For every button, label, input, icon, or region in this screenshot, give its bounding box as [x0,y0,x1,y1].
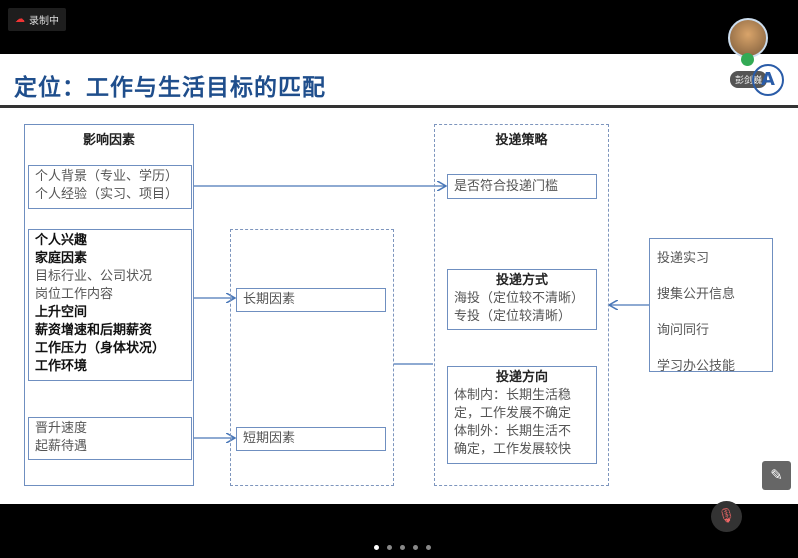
factor-item: 个人兴趣 [35,233,88,248]
page-dot[interactable] [400,545,405,550]
university-logo: A [752,64,784,96]
page-dot[interactable] [374,545,379,550]
factor-item: 工作环境 [35,359,88,374]
page-indicator[interactable] [370,535,435,554]
factor-item: 家庭因素 [35,251,88,266]
factor-item: 起薪待遇 [35,439,88,454]
method-line: 海投（定位较不清晰） [454,291,585,306]
factor-item: 上升空间 [35,305,88,320]
cloud-icon: ☁ [15,14,25,25]
factor-item: 个人经验（实习、项目） [35,187,179,202]
factor-item: 工作压力（身体状况） [35,341,166,356]
factor-item: 目标行业、公司状况 [35,269,153,284]
factor-item: 个人背景（专业、学历） [35,169,179,184]
mic-icon [741,53,754,66]
factors-preference-box: 个人兴趣家庭因素目标行业、公司状况岗位工作内容上升空间薪资增速和后期薪资工作压力… [28,229,192,381]
strategy-heading: 投递策略 [495,133,548,148]
direction-line: 定，工作发展不确定 [454,406,572,421]
page-dot[interactable] [413,545,418,550]
mute-button[interactable]: 🎙 [711,501,742,532]
pen-icon: ✎ [770,466,783,484]
method-heading: 投递方式 [495,273,548,288]
factors-salary-box: 晋升速度起薪待遇 [28,417,192,460]
long-term-box: 长期因素 [236,288,386,312]
direction-line: 体制外：长期生活不 [454,424,572,439]
direction-box: 投递方向 体制内：长期生活稳 定，工作发展不确定 体制外：长期生活不 确定，工作… [447,366,597,464]
factors-background-box: 个人背景（专业、学历） 个人经验（实习、项目） [28,165,192,209]
factor-item: 晋升速度 [35,421,88,436]
slide-title: 定位：工作与生活目标的匹配 [14,75,326,101]
factor-item: 薪资增速和后期薪资 [35,323,153,338]
direction-line: 确定，工作发展较快 [454,442,572,457]
page-dot[interactable] [426,545,431,550]
time-factors-panel [230,229,394,486]
mic-muted-icon: 🎙 [717,508,736,524]
action-item: 搜集公开信息 [657,287,736,302]
strategy-panel [434,124,609,486]
threshold-box: 是否符合投递门槛 [447,174,597,199]
action-item: 询问同行 [657,323,710,338]
direction-line: 体制内：长期生活稳 [454,388,572,403]
annotate-button[interactable]: ✎ [762,461,791,490]
page-dot[interactable] [387,545,392,550]
direction-heading: 投递方向 [495,370,548,385]
factor-item: 岗位工作内容 [35,287,114,302]
action-item: 学习办公技能 [657,359,736,374]
factors-heading: 影响因素 [82,133,135,148]
short-term-box: 短期因素 [236,427,386,451]
method-box: 投递方式 海投（定位较不清晰） 专投（定位较清晰） [447,269,597,330]
action-item: 投递实习 [657,251,710,266]
recording-indicator: ☁录制中 [8,8,66,31]
method-line: 专投（定位较清晰） [454,309,572,324]
title-divider [0,105,798,108]
actions-box: 投递实习 搜集公开信息 询问同行 学习办公技能 [649,238,773,374]
